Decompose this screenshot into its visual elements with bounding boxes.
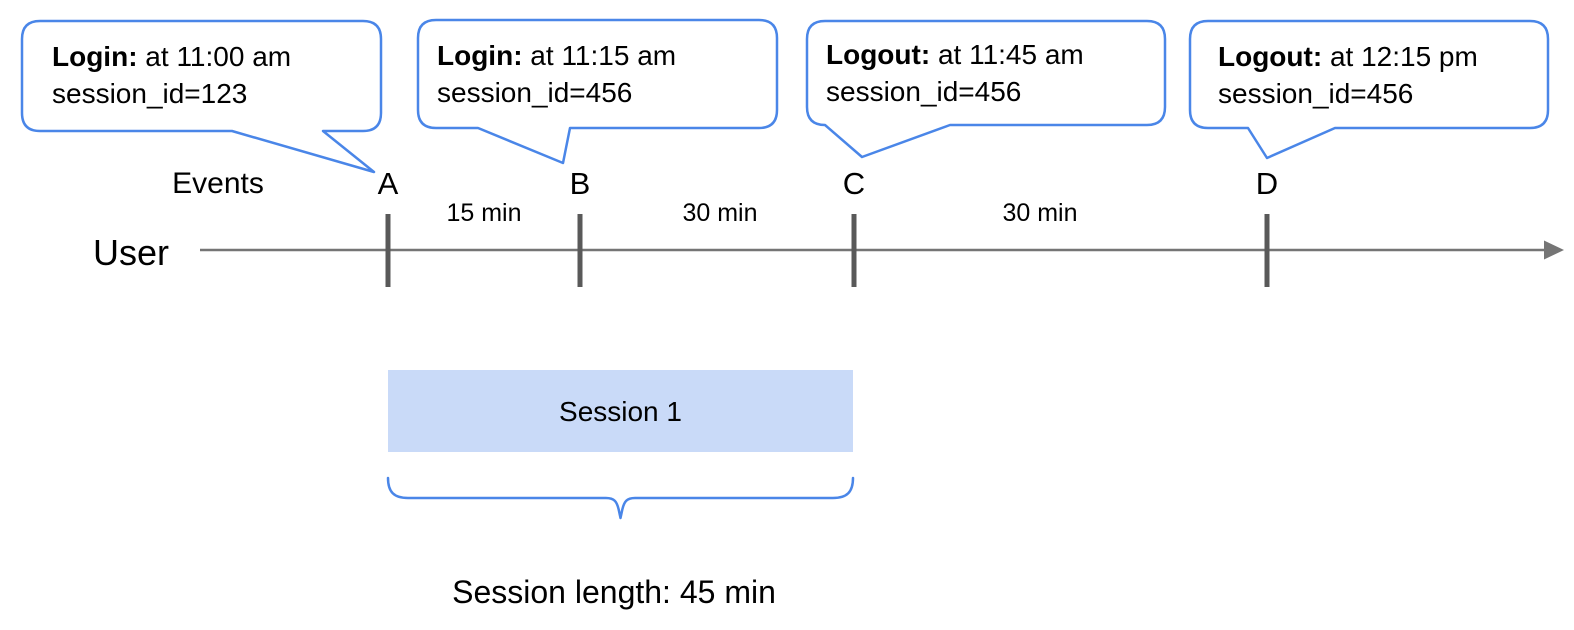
callout-bubble-a <box>20 19 383 174</box>
callout-event-line: Login: at 11:15 am <box>437 37 676 74</box>
event-time-text: at 11:45 am <box>930 39 1084 70</box>
session-id-text: session_id=456 <box>437 77 633 108</box>
callout-bubble-d <box>1188 19 1550 160</box>
callout-event-line: Logout: at 11:45 am <box>826 36 1084 73</box>
event-marker-a: A <box>377 166 399 201</box>
callout-event-line: Login: at 11:00 am <box>52 38 291 75</box>
callout-bubble-c <box>805 19 1167 159</box>
callout-bubble-b <box>416 18 779 165</box>
timeline-arrowhead-icon <box>1544 240 1564 260</box>
event-marker-b: B <box>569 166 591 201</box>
session-length-label: Session length: 45 min <box>452 574 776 610</box>
callout-text-d: Logout: at 12:15 pm session_id=456 <box>1218 38 1478 112</box>
event-type-label: Login: <box>437 40 523 71</box>
session-brace <box>386 476 855 520</box>
event-type-label: Logout: <box>826 39 931 70</box>
event-time-text: at 12:15 pm <box>1322 41 1478 72</box>
event-time-text: at 11:00 am <box>137 41 292 72</box>
events-axis-label: Events <box>172 167 264 200</box>
event-type-label: Logout: <box>1218 41 1323 72</box>
interval-label-cd: 30 min <box>1002 199 1078 227</box>
callout-text-a: Login: at 11:00 am session_id=123 <box>52 38 291 112</box>
event-type-label: Login: <box>52 41 138 72</box>
callout-text-c: Logout: at 11:45 am session_id=456 <box>826 36 1084 110</box>
event-marker-c: C <box>842 166 866 201</box>
interval-label-bc: 30 min <box>682 199 758 227</box>
session-id-text: session_id=456 <box>826 76 1022 107</box>
callout-text-b: Login: at 11:15 am session_id=456 <box>437 37 676 111</box>
event-time-text: at 11:15 am <box>522 40 677 71</box>
session-id-text: session_id=456 <box>1218 78 1414 109</box>
callout-event-line: Logout: at 12:15 pm <box>1218 38 1478 75</box>
session-box-label: Session 1 <box>559 396 682 427</box>
session-box <box>388 370 853 452</box>
interval-label-ab: 15 min <box>446 199 522 227</box>
user-row-label: User <box>92 232 170 273</box>
session-id-text: session_id=123 <box>52 78 248 109</box>
event-marker-d: D <box>1255 166 1279 201</box>
